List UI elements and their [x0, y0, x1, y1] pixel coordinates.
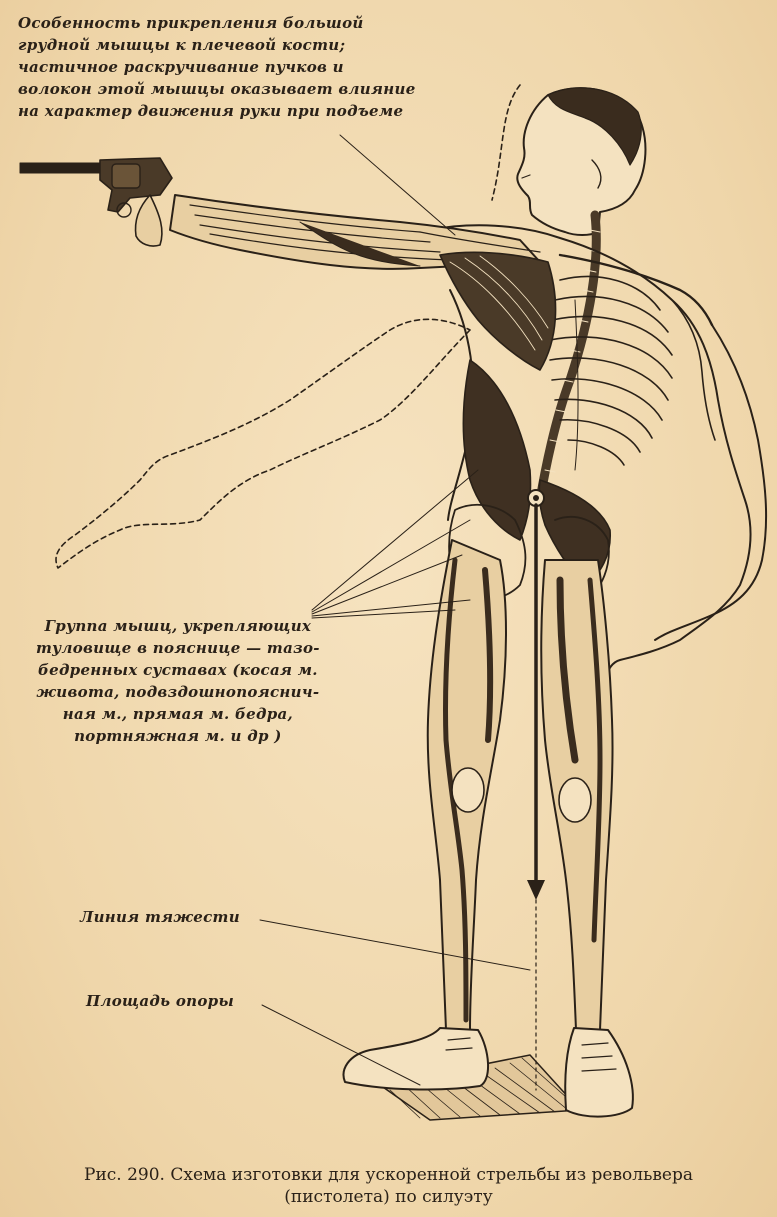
label-muscle-line: грудной мышцы к плечевой кости; — [18, 34, 416, 56]
right-shoulder — [672, 300, 715, 440]
label-group-line: туловище в пояснице — тазо- — [36, 637, 320, 659]
label-muscle-group: Группа мышц, укрепляющих туловище в пояс… — [36, 615, 320, 747]
figure-caption: Рис. 290. Схема изготовки для ускоренной… — [0, 1164, 777, 1208]
left-leg — [428, 540, 506, 1030]
label-group-line: живота, подвздошнопояснич- — [36, 681, 320, 703]
label-group-line: бедренных суставах (косая м. — [36, 659, 320, 681]
caption-line: (пистолета) по силуэту — [0, 1186, 777, 1208]
label-group-line: ная м., прямая м. бедра, — [36, 703, 320, 725]
caption-line: Рис. 290. Схема изготовки для ускоренной… — [0, 1164, 777, 1186]
chest-muscles — [440, 252, 556, 370]
back-arm — [655, 325, 766, 640]
label-gravity-line: Линия тяжести — [80, 906, 240, 928]
head — [517, 88, 645, 235]
revolver — [20, 158, 172, 246]
label-support-area: Площадь опоры — [86, 990, 234, 1012]
label-group-line: Группа мышц, укрепляющих — [36, 615, 320, 637]
label-muscle-attachment: Особенность прикрепления большой грудной… — [18, 12, 416, 122]
label-group-line: портняжная м. и др ) — [36, 725, 320, 747]
label-muscle-line: волокон этой мышцы оказывает влияние — [18, 78, 416, 100]
label-muscle-line: на характер движения руки при подъеме — [18, 100, 416, 122]
lowered-arm-dashed-outline — [56, 85, 520, 568]
label-muscle-line: частичное раскручивание пучков и — [18, 56, 416, 78]
label-muscle-line: Особенность прикрепления большой — [18, 12, 416, 34]
right-leg — [541, 560, 612, 1030]
